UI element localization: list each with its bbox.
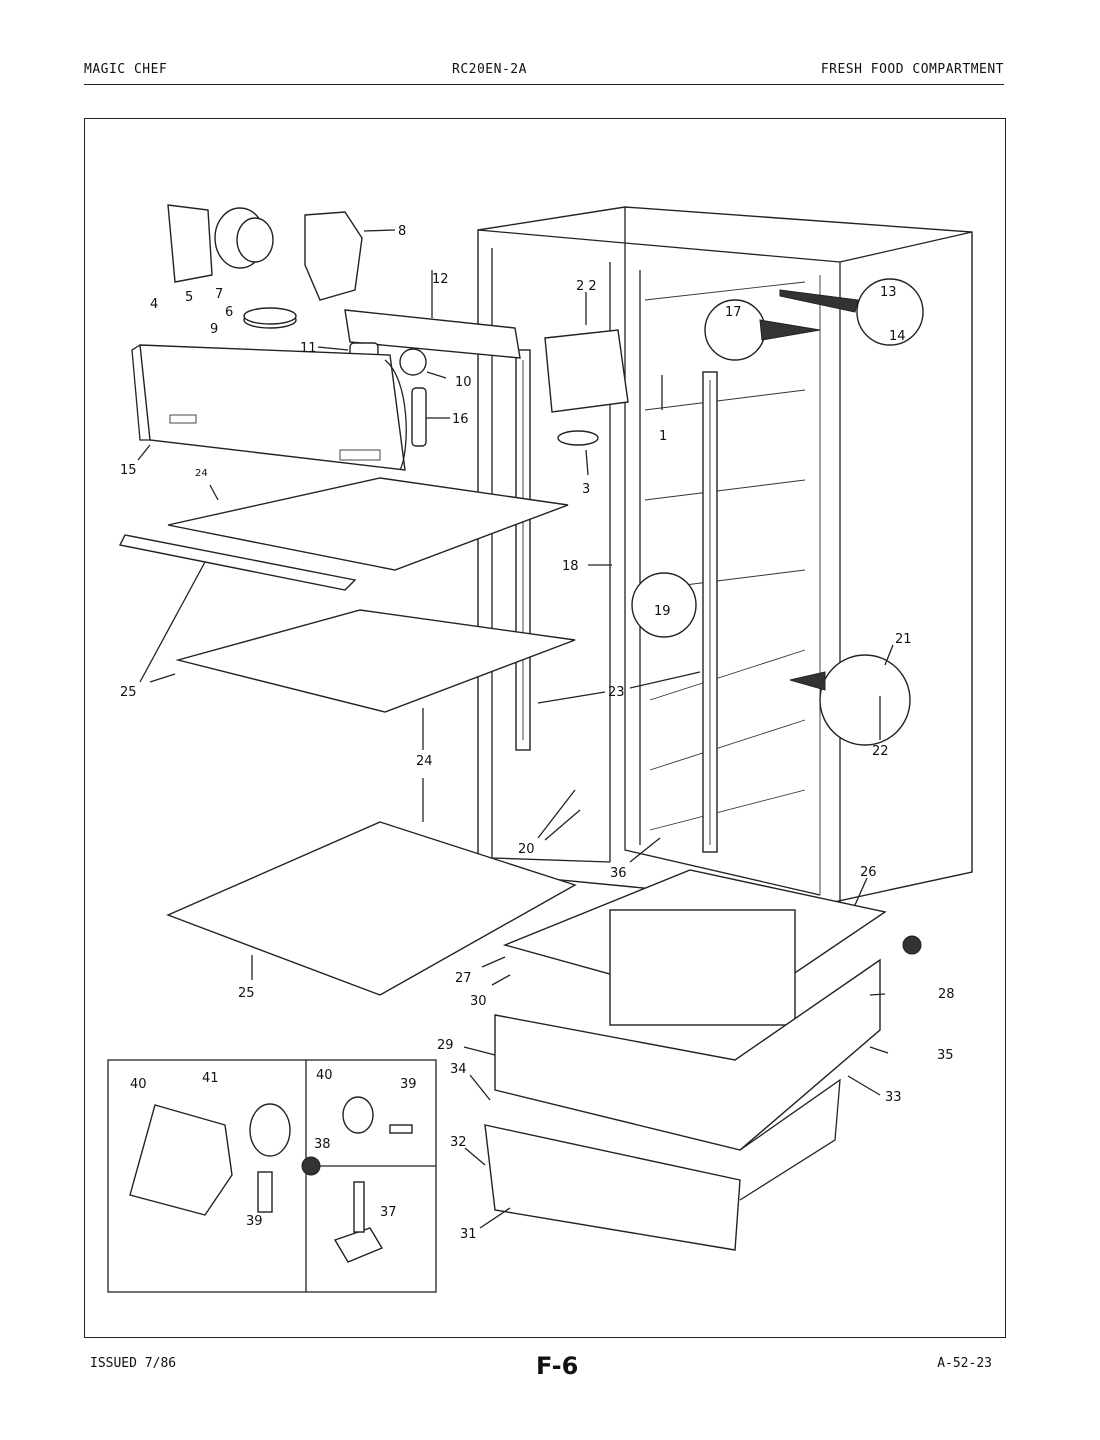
- wire-shelf-middle: [175, 609, 576, 713]
- callout-4: 4: [150, 297, 158, 312]
- callout-22-top: 2 2: [576, 279, 597, 294]
- callout-19: 19: [654, 604, 671, 619]
- callout-29: 29: [437, 1038, 454, 1053]
- page-code: F-6: [536, 1352, 579, 1380]
- callout-9: 9: [210, 322, 218, 337]
- leader-lines: [137, 229, 894, 1229]
- control-panel-15: [131, 344, 427, 471]
- callout-36: 36: [610, 866, 627, 881]
- callout-23: 23: [608, 685, 625, 700]
- thermostat-box: [544, 329, 629, 413]
- wire-shelf-bottom: [166, 821, 577, 996]
- callout-6: 6: [225, 305, 233, 320]
- header-rule: [84, 84, 1004, 85]
- callout-17: 17: [725, 305, 742, 320]
- leveler-inset: [107, 1059, 437, 1293]
- callout-15: 15: [120, 463, 137, 478]
- callout-30: 30: [470, 994, 487, 1009]
- issued-date: ISSUED 7/86: [90, 1356, 177, 1371]
- callout-34: 34: [450, 1062, 467, 1077]
- callout-25-mid: 25: [120, 685, 137, 700]
- callout-25-bottom: 25: [238, 986, 255, 1001]
- callout-12: 12: [432, 272, 449, 287]
- callout-1: 1: [659, 429, 667, 444]
- crisper-assembly: [484, 869, 887, 1251]
- model-number: RC20EN-2A: [452, 62, 527, 77]
- document-number: A-52-23: [937, 1356, 992, 1371]
- knob-3: [557, 430, 599, 446]
- callout-39-left: 39: [246, 1214, 263, 1229]
- callout-37: 37: [380, 1205, 397, 1220]
- callout-24-top: 24: [195, 468, 208, 479]
- callout-39-right: 39: [400, 1077, 417, 1092]
- callout-13: 13: [880, 285, 897, 300]
- callout-20: 20: [518, 842, 535, 857]
- callout-21: 21: [895, 632, 912, 647]
- callout-40-right: 40: [316, 1068, 333, 1083]
- section-title: FRESH FOOD COMPARTMENT: [820, 62, 1004, 77]
- callout-33: 33: [885, 1090, 902, 1105]
- callout-41: 41: [202, 1071, 219, 1086]
- callout-22: 22: [872, 744, 889, 759]
- callout-10: 10: [455, 375, 472, 390]
- callout-11: 11: [300, 341, 317, 356]
- callout-28: 28: [938, 987, 955, 1002]
- callout-27: 27: [455, 971, 472, 986]
- bracket-12: [344, 309, 521, 359]
- callout-40-left: 40: [130, 1077, 147, 1092]
- callout-labels: 1 3 4 5 6 7 8 9 10 11 12 13 14 15 16 17 …: [120, 224, 955, 1242]
- callout-32: 32: [450, 1135, 467, 1150]
- callout-5: 5: [185, 290, 193, 305]
- control-parts: [167, 204, 363, 329]
- callout-26: 26: [860, 865, 877, 880]
- callout-7: 7: [215, 287, 223, 302]
- callout-24-mid: 24: [416, 754, 433, 769]
- callout-35: 35: [937, 1048, 954, 1063]
- callout-18: 18: [562, 559, 579, 574]
- callout-3: 3: [582, 482, 590, 497]
- diagram-frame: [84, 118, 1006, 1338]
- wire-shelf-top: [118, 477, 569, 591]
- brand-label: MAGIC CHEF: [84, 62, 168, 77]
- callout-8: 8: [398, 224, 406, 239]
- callout-38: 38: [314, 1137, 331, 1152]
- detail-circles: [301, 278, 924, 1176]
- callout-31: 31: [460, 1227, 477, 1242]
- callout-14: 14: [889, 329, 906, 344]
- callout-16: 16: [452, 412, 469, 427]
